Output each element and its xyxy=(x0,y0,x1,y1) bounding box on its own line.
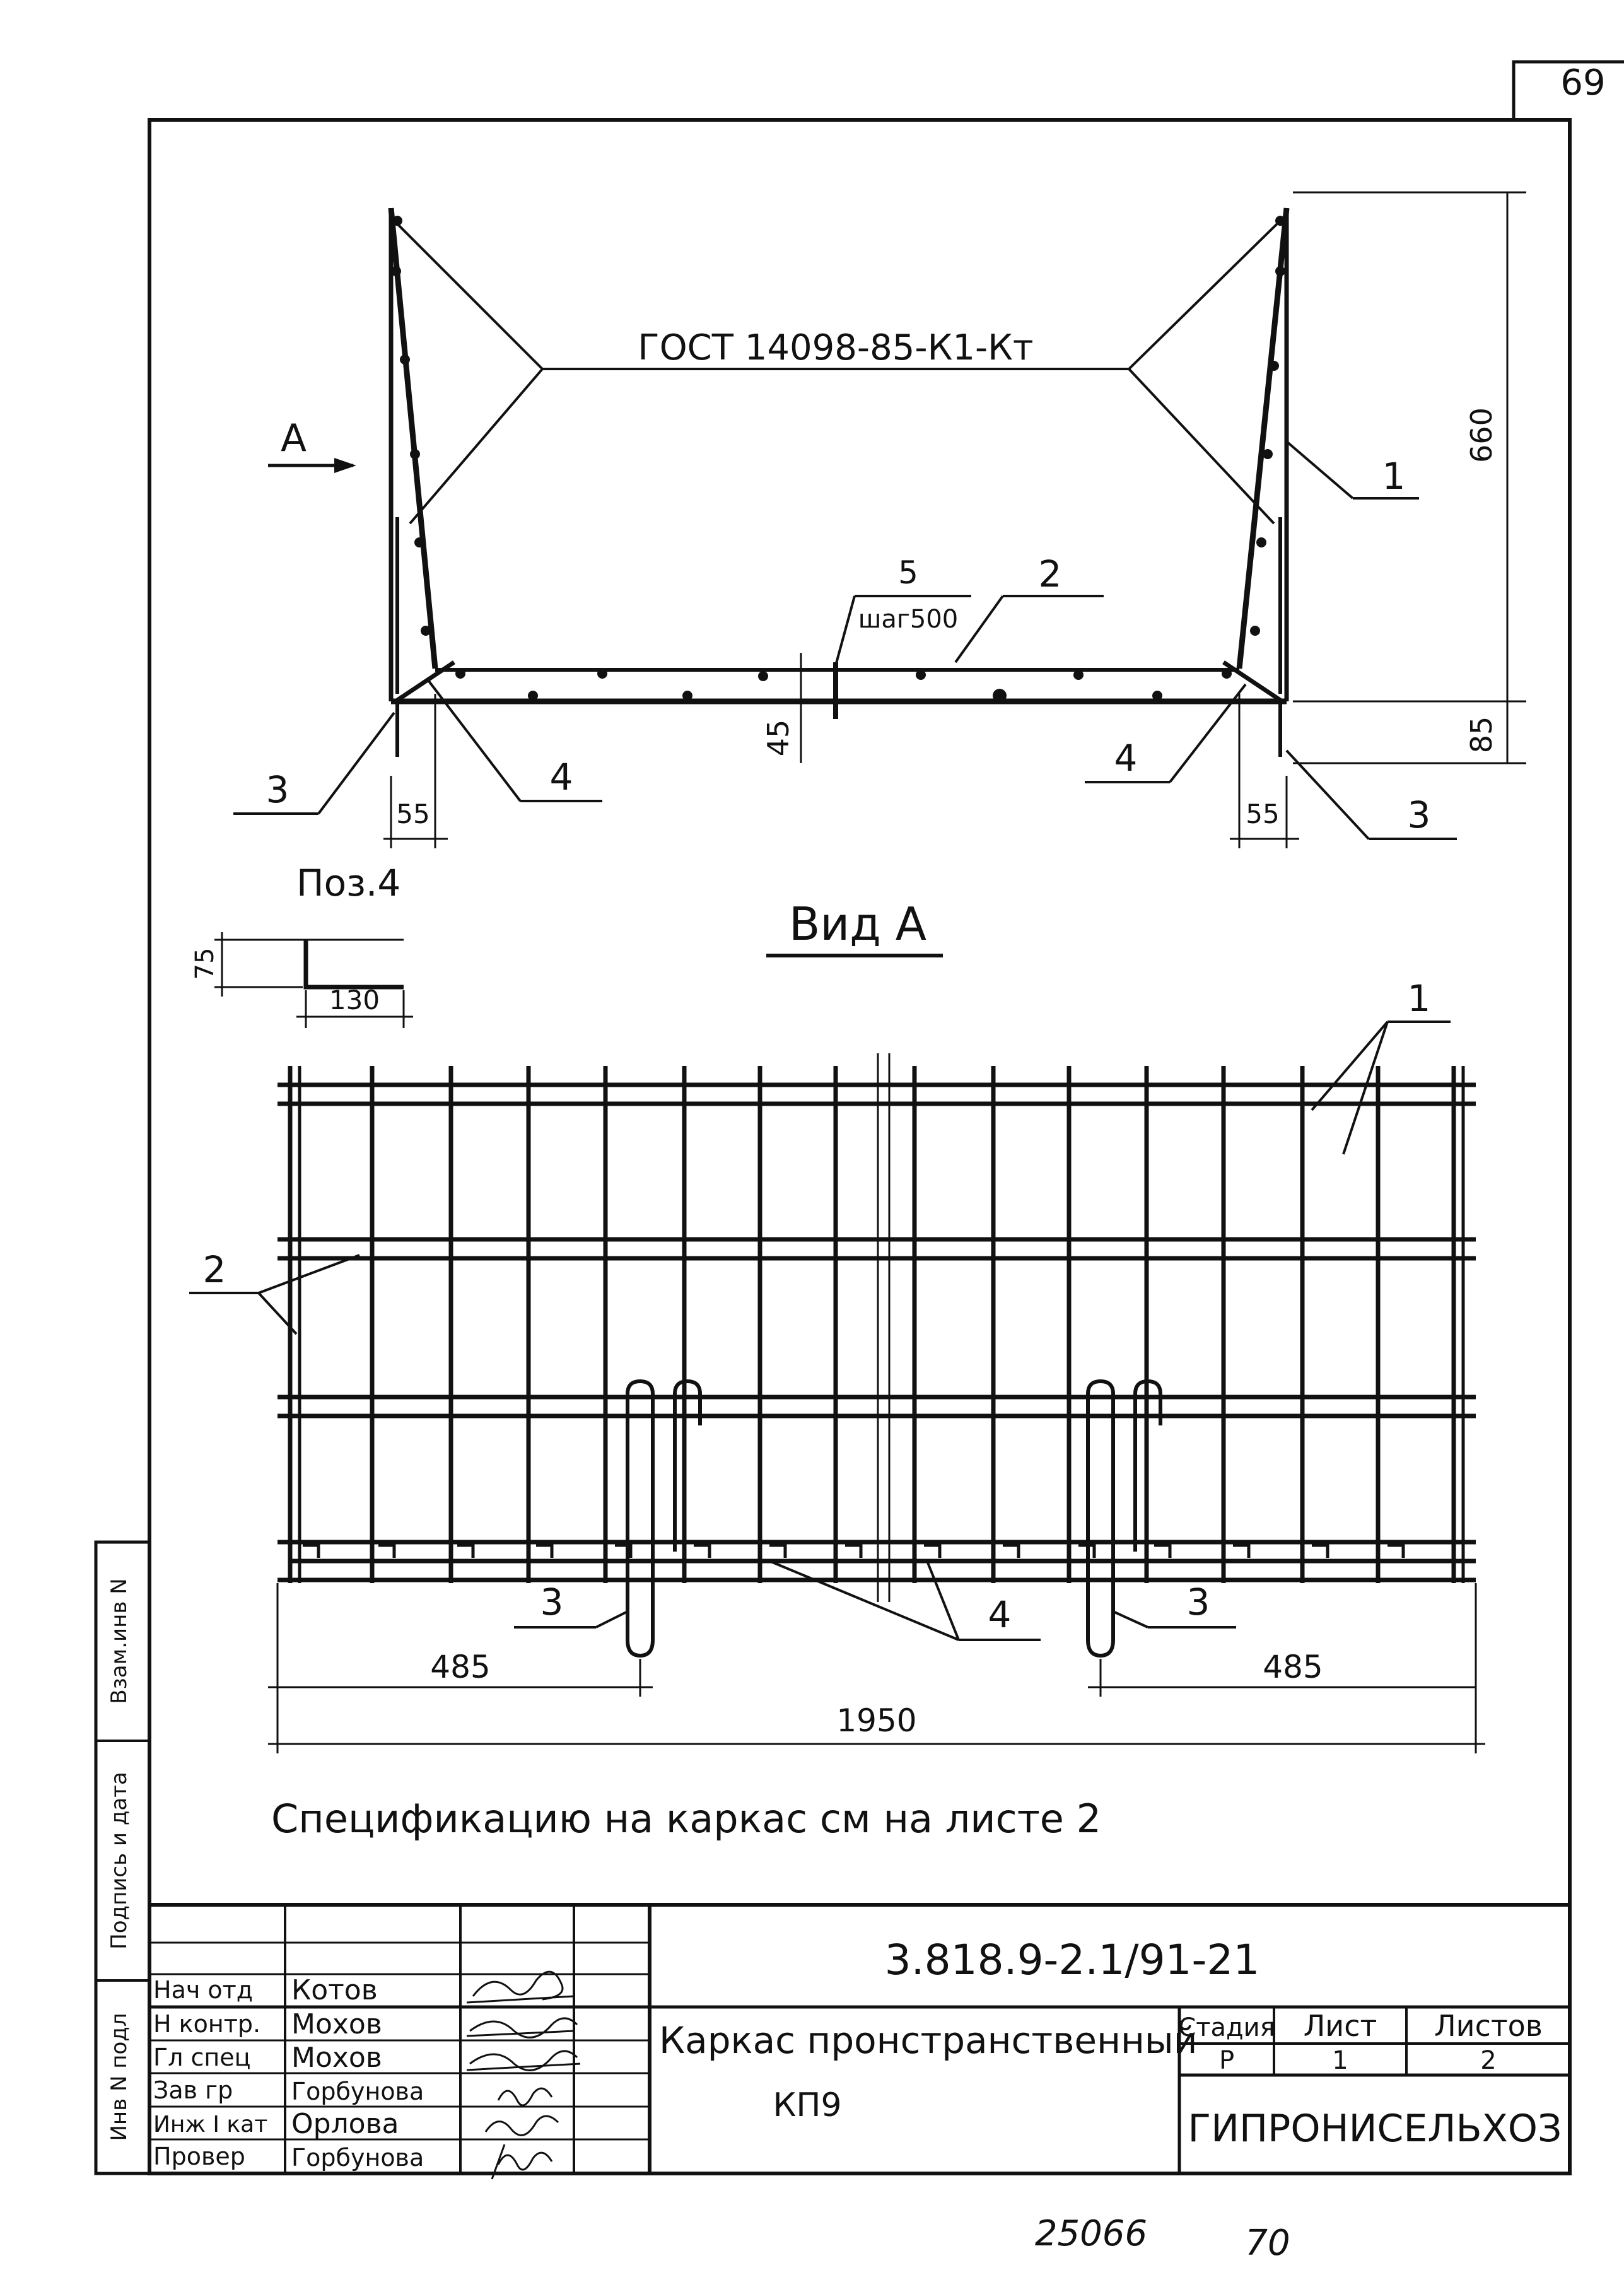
stamp-inv-podl: Инв N подл xyxy=(107,2013,132,2141)
view-a-callout-pos1: 1 xyxy=(1311,977,1451,1155)
svg-text:шаг500: шаг500 xyxy=(858,605,958,634)
view-a-dim-485-right: 485 xyxy=(1088,1583,1477,1753)
sheets-label: Листов xyxy=(1434,2009,1543,2043)
svg-text:3: 3 xyxy=(540,1581,564,1623)
view-a-dim-1950: 1950 xyxy=(268,1702,1485,1745)
svg-text:5: 5 xyxy=(898,554,918,591)
dim-660: 660 xyxy=(1293,191,1526,703)
pos4-title: Поз.4 xyxy=(296,862,400,904)
callout-pos3-left: 3 xyxy=(233,711,395,815)
stamp-vzam-inv: Взам.инв N xyxy=(107,1578,132,1704)
svg-text:85: 85 xyxy=(1464,717,1498,754)
svg-text:4: 4 xyxy=(988,1593,1012,1636)
svg-text:3: 3 xyxy=(266,768,289,811)
doc-code: 3.818.9-2.1/91-21 xyxy=(885,1936,1260,1984)
callout-pos2: 2 xyxy=(954,553,1104,664)
view-a-dim-485-left: 485 xyxy=(268,1583,653,1753)
view-a-pos4-hooks xyxy=(303,1543,1405,1558)
row-name: Мохов xyxy=(291,2042,382,2074)
callout-pos1: 1 xyxy=(1285,440,1419,500)
svg-text:2: 2 xyxy=(203,1248,226,1291)
row-role: Н контр. xyxy=(153,2010,260,2038)
right-wall xyxy=(1236,208,1290,757)
side-stamp: Взам.инв N Подпись и дата Инв N подл xyxy=(94,1540,149,2175)
svg-text:130: 130 xyxy=(329,985,380,1015)
row-name: Горбунова xyxy=(291,2078,424,2105)
personnel-rows: Нач отд Котов Н контр. Мохов Гл спец Мох… xyxy=(153,1974,424,2172)
svg-text:55: 55 xyxy=(1246,798,1279,829)
stage-label: Стадия xyxy=(1178,2013,1275,2042)
dim-85: 85 xyxy=(1293,701,1526,764)
dim-55-right: 55 xyxy=(1230,694,1299,848)
view-a-callout-pos4: 4 xyxy=(769,1560,1041,1641)
svg-text:660: 660 xyxy=(1464,407,1498,463)
svg-text:1: 1 xyxy=(1408,977,1431,1020)
title-block: 3.818.9-2.1/91-21 Нач отд Котов Н контр.… xyxy=(149,1903,1570,2180)
svg-text:55: 55 xyxy=(396,798,429,829)
svg-text:485: 485 xyxy=(430,1649,490,1685)
svg-text:3: 3 xyxy=(1187,1581,1210,1623)
row-role: Зав гр xyxy=(153,2076,233,2104)
sheet-value: 1 xyxy=(1332,2046,1348,2075)
callout-pos3-right: 3 xyxy=(1285,749,1457,840)
callout-pos4-left: 4 xyxy=(428,680,602,802)
view-a-loop-right xyxy=(1086,1379,1162,1658)
bottom-number: 25066 xyxy=(1035,2213,1147,2254)
svg-text:45: 45 xyxy=(761,720,795,757)
row-name: Орлова xyxy=(291,2108,399,2140)
row-name: Котов xyxy=(291,1974,378,2006)
view-a-longitudinal-bars xyxy=(277,1082,1476,1582)
gost-leaders xyxy=(393,219,1282,525)
item-title: Каркас пронстранственный xyxy=(659,2019,1197,2062)
signatures xyxy=(466,1970,581,2180)
svg-text:1: 1 xyxy=(1382,455,1406,498)
svg-text:3: 3 xyxy=(1408,793,1431,836)
sheet-frame: 69 xyxy=(148,60,1624,2175)
item-code: КП9 xyxy=(773,2086,841,2124)
svg-text:485: 485 xyxy=(1263,1649,1323,1685)
spec-note: Спецификацию на каркас см на листе 2 xyxy=(271,1796,1101,1842)
svg-text:75: 75 xyxy=(190,948,219,980)
svg-text:1950: 1950 xyxy=(836,1702,916,1739)
stage-value: Р xyxy=(1219,2046,1234,2075)
left-wall xyxy=(388,208,438,757)
stamp-sign-date: Подпись и дата xyxy=(107,1772,132,1950)
view-arrow-label: А xyxy=(281,416,307,460)
section-view: ГОСТ 14098-85-К1-Кт А 1 2 5 шаг500 3 xyxy=(233,191,1526,848)
sheet-label: Лист xyxy=(1304,2009,1377,2043)
view-a-loop-left xyxy=(626,1379,702,1658)
dim-55-left: 55 xyxy=(383,694,448,848)
view-a-callout-pos3-right: 3 xyxy=(1113,1581,1236,1629)
row-role: Гл спец xyxy=(153,2044,251,2071)
row-name: Горбунова xyxy=(291,2144,424,2172)
gost-label: ГОСТ 14098-85-К1-Кт xyxy=(638,327,1033,368)
view-a: Вид А xyxy=(189,898,1485,1753)
dim-45: 45 xyxy=(761,653,823,763)
row-role: Провер xyxy=(153,2143,245,2170)
row-name: Мохов xyxy=(291,2008,382,2040)
bottom-page: 70 xyxy=(1245,2223,1290,2264)
callout-pos4-right: 4 xyxy=(1085,683,1247,783)
view-a-title: Вид А xyxy=(789,898,926,950)
pos4-detail: Поз.4 75 130 xyxy=(190,862,413,1028)
sheets-value: 2 xyxy=(1480,2046,1496,2075)
organization: ГИПРОНИСЕЛЬХОЗ xyxy=(1188,2107,1562,2151)
view-a-callout-pos3-left: 3 xyxy=(514,1581,628,1629)
view-a-transverse-bars xyxy=(288,1053,1465,1602)
bar-dots xyxy=(391,216,1285,703)
svg-text:4: 4 xyxy=(550,756,573,798)
sheet-number: 69 xyxy=(1560,62,1605,103)
view-a-callout-pos2: 2 xyxy=(189,1248,360,1335)
callout-pos5: 5 шаг500 xyxy=(834,554,971,666)
row-role: Нач отд xyxy=(153,1976,253,2004)
svg-text:2: 2 xyxy=(1039,553,1062,595)
row-role: Инж I кат xyxy=(153,2112,267,2138)
svg-text:4: 4 xyxy=(1114,737,1138,780)
